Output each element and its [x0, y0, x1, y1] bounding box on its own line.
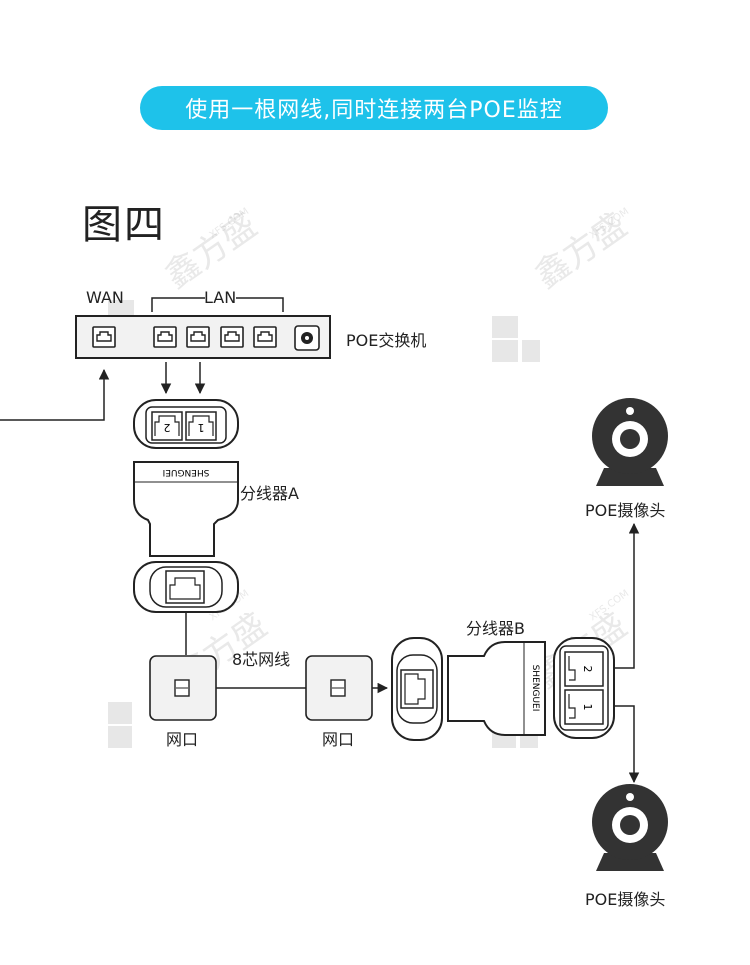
wall-port-right: [305, 655, 373, 721]
lan-port-icon: [253, 326, 277, 348]
uplink-cable: [0, 368, 110, 421]
splitter-a: 2 1 SHENGUEI: [133, 399, 239, 613]
watermark-text: 鑫方盛: [158, 205, 264, 296]
cable-to-camera-top: [614, 522, 640, 669]
lan-port-icon: [153, 326, 177, 348]
port-1-label: 1: [581, 704, 594, 711]
lan-port-icon: [186, 326, 210, 348]
camera-top-icon: [592, 398, 668, 486]
port-2-label: 2: [581, 666, 594, 673]
port-1-label: 1: [198, 421, 205, 434]
wan-port-icon: [92, 326, 116, 348]
cable-label: 8芯网线: [232, 650, 291, 669]
lan-port-icon: [220, 326, 244, 348]
camera-bottom-label: POE摄像头: [585, 890, 666, 909]
splitter-b: SHENGUEI 2 1: [391, 637, 615, 741]
wan-label: WAN: [86, 288, 124, 307]
banner-text: 使用一根网线,同时连接两台POE监控: [185, 98, 563, 123]
title-banner: 使用一根网线,同时连接两台POE监控: [140, 86, 608, 130]
wall-port-right-label: 网口: [322, 730, 355, 749]
wall-port-left: [149, 655, 217, 721]
switch-name: POE交换机: [346, 331, 427, 350]
wall-port-left-label: 网口: [166, 730, 199, 749]
lan-bracket: [151, 297, 205, 312]
cable-to-camera-bottom: [614, 705, 640, 784]
poe-switch: [75, 315, 331, 359]
figure-title: 图四: [82, 202, 166, 248]
camera-top-label: POE摄像头: [585, 501, 666, 520]
port-2-label: 2: [164, 421, 171, 434]
splitter-a-name: 分线器A: [240, 484, 299, 503]
lan-label: LAN: [204, 288, 237, 307]
camera-bottom-icon: [592, 784, 668, 871]
splitter-b-name: 分线器B: [466, 619, 525, 638]
splitter-b-brand: SHENGUEI: [530, 665, 540, 712]
splitter-a-brand: SHENGUEI: [163, 467, 210, 477]
